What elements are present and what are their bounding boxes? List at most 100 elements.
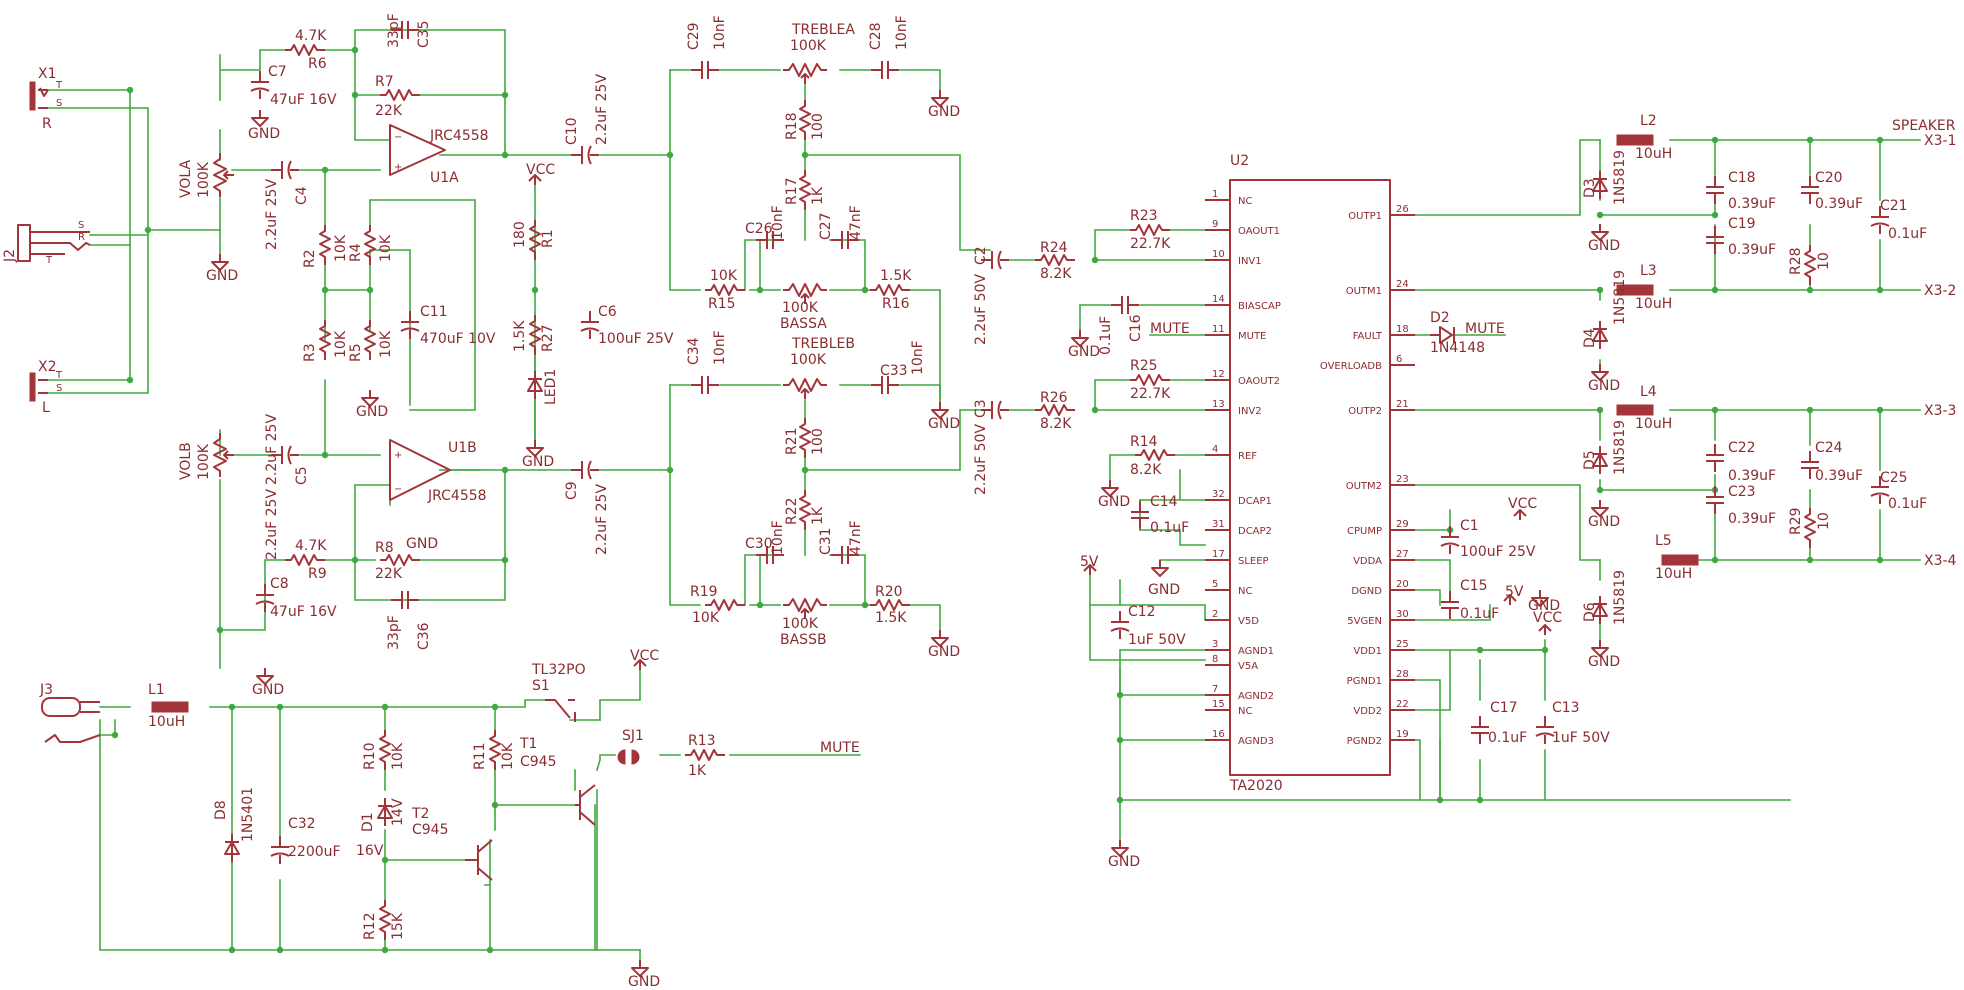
r19-resistor: R19 10K bbox=[690, 584, 746, 626]
svg-text:1K: 1K bbox=[810, 506, 826, 525]
d1-zener: D1 14V 16V bbox=[356, 797, 406, 859]
ic-left-pins: 1NC9OAOUT110INV114BIASCAP11MUTE12OAOUT21… bbox=[1205, 189, 1281, 747]
r29-resistor: R29 10 bbox=[1788, 507, 1832, 549]
svg-text:T: T bbox=[45, 255, 53, 266]
ic-pin-5: 5NC bbox=[1205, 579, 1252, 597]
c14-capacitor: C14 0.1uF bbox=[1130, 494, 1189, 536]
solder-jumper-sj1: SJ1 bbox=[617, 728, 644, 765]
ic-pin-number: 28 bbox=[1396, 669, 1409, 680]
svg-text:10K: 10K bbox=[378, 234, 394, 262]
junctions bbox=[111, 46, 1884, 954]
x1-channel: R bbox=[42, 116, 52, 132]
ic-pin-number: 8 bbox=[1212, 654, 1218, 665]
svg-text:100K: 100K bbox=[196, 443, 212, 480]
ic-pin-number: 13 bbox=[1212, 399, 1225, 410]
ic-pin-number: 29 bbox=[1396, 519, 1409, 530]
c9-capacitor: C9 2.2uF 25V bbox=[564, 460, 610, 555]
svg-text:X3-3: X3-3 bbox=[1924, 403, 1956, 419]
r10-resistor: R10 10K bbox=[362, 729, 406, 771]
svg-text:VOLA: VOLA bbox=[178, 160, 194, 198]
ic-pin-name: OVERLOADB bbox=[1320, 361, 1382, 372]
svg-text:100K: 100K bbox=[790, 352, 827, 368]
ic-pin-number: 11 bbox=[1212, 324, 1225, 335]
svg-text:LED1: LED1 bbox=[543, 369, 559, 405]
ic-pin-number: 6 bbox=[1396, 354, 1402, 365]
svg-text:1N5819: 1N5819 bbox=[1612, 270, 1628, 325]
svg-text:0.1uF: 0.1uF bbox=[1888, 496, 1927, 512]
psu-gnd: GND bbox=[628, 959, 660, 990]
svg-text:R14: R14 bbox=[1130, 434, 1158, 450]
svg-text:L4: L4 bbox=[1640, 384, 1657, 400]
ic-pin-number: 32 bbox=[1212, 489, 1225, 500]
svg-text:1.5K: 1.5K bbox=[875, 610, 907, 626]
c5-capacitor: 2.2uF 25V C5 bbox=[264, 414, 310, 485]
svg-text:16V: 16V bbox=[356, 843, 384, 859]
svg-text:GND: GND bbox=[1588, 378, 1620, 394]
c6-capacitor: C6 100uF 25V bbox=[580, 304, 674, 347]
ic-pin-number: 5 bbox=[1212, 579, 1218, 590]
svg-text:L1: L1 bbox=[148, 682, 165, 698]
svg-text:TREBLEB: TREBLEB bbox=[791, 336, 855, 352]
c2-capacitor: C2 2.2uF 50V bbox=[973, 246, 1010, 345]
svg-text:C18: C18 bbox=[1728, 170, 1756, 186]
ic-pin-name: OUTP1 bbox=[1348, 211, 1382, 222]
ic-pin-1: 1NC bbox=[1205, 189, 1252, 207]
c26-capacitor: C26 10nF bbox=[745, 205, 786, 250]
svg-text:GND: GND bbox=[1108, 854, 1140, 870]
svg-text:C20: C20 bbox=[1815, 170, 1843, 186]
svg-text:R22: R22 bbox=[784, 497, 800, 525]
ic-pin-number: 14 bbox=[1212, 294, 1225, 305]
d4-diode: D4 1N5819 GND bbox=[1582, 270, 1628, 394]
l1-inductor: L1 10uH bbox=[148, 682, 189, 730]
speaker-terminals: SPEAKER X3-1 X3-2 X3-3 X3-4 bbox=[1892, 118, 1957, 569]
r11-resistor: R11 10K bbox=[472, 729, 516, 771]
ic-pin-number: 21 bbox=[1396, 399, 1409, 410]
svg-text:T: T bbox=[55, 370, 63, 381]
svg-text:C31: C31 bbox=[818, 527, 834, 555]
ta2020-ic: U2 TA2020 1NC9OAOUT110INV114BIASCAP11MUT… bbox=[1205, 153, 1415, 794]
ic-pin-name: BIASCAP bbox=[1238, 301, 1281, 312]
l3-inductor: L3 10uH bbox=[1616, 263, 1672, 312]
svg-text:T1: T1 bbox=[519, 736, 537, 752]
svg-text:C33: C33 bbox=[880, 363, 908, 379]
svg-text:BASSB: BASSB bbox=[780, 632, 827, 648]
svg-text:C7: C7 bbox=[268, 64, 287, 80]
svg-text:1.5K: 1.5K bbox=[880, 268, 912, 284]
svg-text:R20: R20 bbox=[875, 584, 903, 600]
ic-pin-name: AGND3 bbox=[1238, 736, 1274, 747]
svg-text:R8: R8 bbox=[375, 540, 394, 556]
svg-text:D2: D2 bbox=[1430, 310, 1450, 326]
svg-text:100K: 100K bbox=[782, 300, 819, 316]
r23-resistor: R23 22.7K bbox=[1129, 208, 1171, 252]
input-jack-x2: X2 T S L bbox=[29, 359, 63, 416]
svg-text:J3: J3 bbox=[39, 682, 53, 698]
svg-text:100: 100 bbox=[810, 428, 826, 455]
svg-text:C5: C5 bbox=[294, 466, 310, 485]
svg-text:GND: GND bbox=[1588, 514, 1620, 530]
r5-resistor: R5 10K GND bbox=[348, 319, 394, 420]
c27-capacitor: C27 47nF bbox=[818, 205, 864, 250]
c17-capacitor: C17 0.1uF bbox=[1470, 700, 1527, 746]
input-jack-x1: X1 T S R bbox=[29, 66, 63, 132]
c23-capacitor: C23 0.39uF bbox=[1705, 484, 1776, 527]
ic-pin-name: PGND2 bbox=[1347, 736, 1382, 747]
svg-text:22.7K: 22.7K bbox=[1130, 386, 1171, 402]
svg-text:D5: D5 bbox=[1582, 450, 1598, 470]
svg-text:D3: D3 bbox=[1582, 178, 1598, 198]
svg-text:0.1uF: 0.1uF bbox=[1150, 520, 1189, 536]
svg-text:S1: S1 bbox=[532, 678, 550, 694]
c28-capacitor: C28 10nF GND bbox=[868, 15, 960, 120]
svg-text:GND: GND bbox=[928, 644, 960, 660]
svg-text:D6: D6 bbox=[1582, 602, 1598, 622]
ic-pin-name: VDD1 bbox=[1353, 646, 1382, 657]
svg-text:T2: T2 bbox=[411, 806, 429, 822]
svg-text:R27: R27 bbox=[540, 324, 556, 352]
input-jack-j2: S R T J2 bbox=[2, 220, 91, 266]
svg-text:SJ1: SJ1 bbox=[622, 728, 644, 744]
svg-text:R28: R28 bbox=[1788, 247, 1804, 275]
svg-text:S: S bbox=[56, 98, 62, 109]
svg-text:0.39uF: 0.39uF bbox=[1728, 468, 1776, 484]
